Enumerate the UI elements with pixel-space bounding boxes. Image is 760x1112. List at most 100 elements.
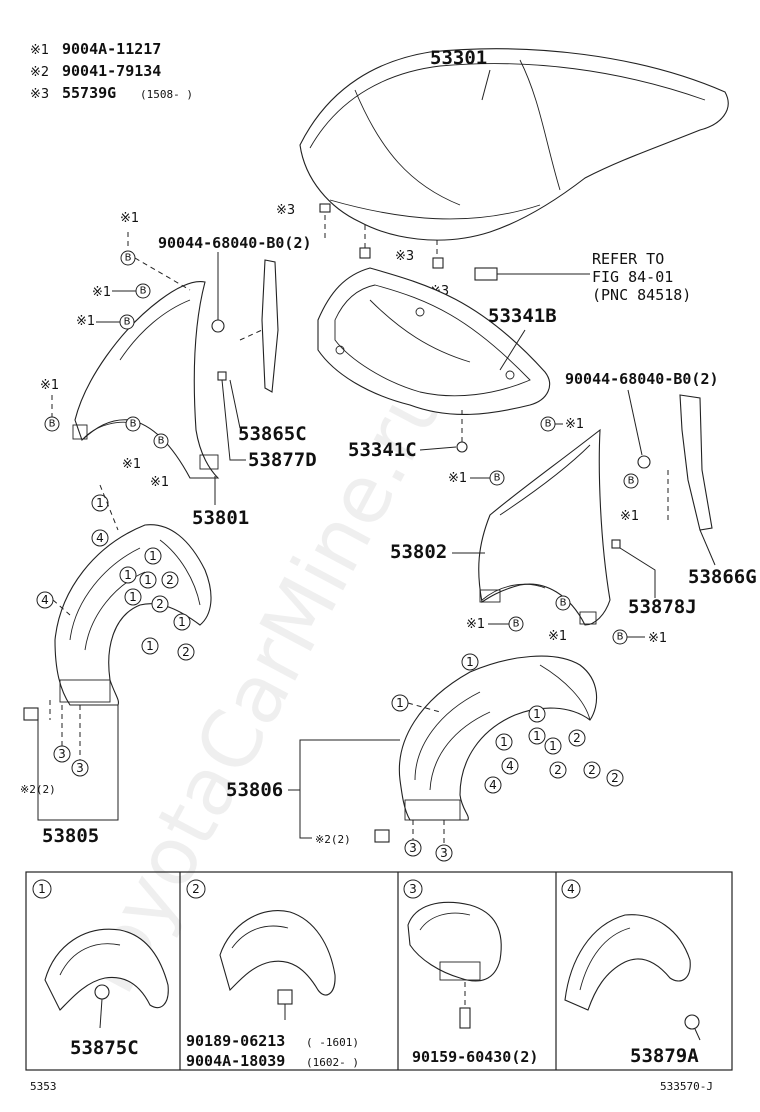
part-liner-left-label: 53805 bbox=[42, 825, 99, 847]
detail-1: 1 53875C bbox=[32, 879, 169, 1059]
svg-text:B: B bbox=[545, 419, 552, 430]
svg-text:1: 1 bbox=[396, 696, 404, 710]
svg-text:※1: ※1 bbox=[150, 475, 169, 490]
svg-text:1: 1 bbox=[533, 729, 541, 743]
note-1-mark: ※1 bbox=[30, 43, 49, 58]
svg-text:1: 1 bbox=[129, 590, 137, 604]
svg-text:B: B bbox=[560, 598, 567, 609]
svg-text:1: 1 bbox=[549, 739, 557, 753]
detail-2-range-b: (1602- ) bbox=[306, 1056, 359, 1069]
svg-text:1: 1 bbox=[96, 496, 104, 510]
svg-text:※1: ※1 bbox=[448, 471, 467, 486]
detail-2-part-b-label: 9004A-18039 bbox=[186, 1052, 285, 1070]
svg-text:※1: ※1 bbox=[565, 417, 584, 432]
part-hood-label: 53301 bbox=[430, 47, 487, 69]
svg-text:3: 3 bbox=[76, 761, 84, 775]
svg-text:4: 4 bbox=[41, 593, 49, 607]
part-seal-left-label: 53865C bbox=[238, 423, 307, 445]
svg-text:1: 1 bbox=[533, 707, 541, 721]
detail-boxes bbox=[25, 871, 733, 1071]
bolt-right-label: 90044-68040-B0(2) bbox=[565, 370, 719, 388]
note-1-value: 9004A-11217 bbox=[62, 40, 161, 58]
svg-text:2: 2 bbox=[573, 731, 581, 745]
part-protector-left-label: 53877D bbox=[248, 449, 317, 471]
note-2-value: 90041-79134 bbox=[62, 62, 161, 80]
svg-text:2: 2 bbox=[182, 645, 190, 659]
fender-right-drawing bbox=[478, 428, 611, 626]
svg-text:2: 2 bbox=[611, 771, 619, 785]
svg-text:※1: ※1 bbox=[648, 631, 667, 646]
clip-qty-right: ※2(2) bbox=[315, 833, 351, 846]
detail-4-part-label: 53879A bbox=[630, 1045, 699, 1067]
svg-text:※1: ※1 bbox=[120, 211, 139, 226]
part-seal-right-label: 53866G bbox=[688, 566, 757, 588]
note-3-value: 55739G bbox=[62, 84, 116, 102]
svg-text:3: 3 bbox=[440, 846, 448, 860]
svg-text:4: 4 bbox=[489, 778, 497, 792]
refer-line-2: FIG 84-01 bbox=[592, 268, 673, 286]
svg-text:4: 4 bbox=[96, 531, 104, 545]
svg-text:B: B bbox=[628, 476, 635, 487]
part-hood-clip-label: 53341C bbox=[348, 439, 417, 461]
footer-right: 533570-J bbox=[660, 1080, 713, 1093]
svg-text:1: 1 bbox=[124, 568, 132, 582]
detail-2-part-a-label: 90189-06213 bbox=[186, 1032, 285, 1050]
svg-text:※1: ※1 bbox=[76, 314, 95, 329]
svg-text:3: 3 bbox=[58, 747, 66, 761]
part-fender-right-label: 53802 bbox=[390, 541, 447, 563]
detail-2-range-a: ( -1601) bbox=[306, 1036, 359, 1049]
note-3-range: (1508- ) bbox=[140, 88, 193, 101]
svg-text:※1: ※1 bbox=[92, 285, 111, 300]
detail-1-part-label: 53875C bbox=[70, 1037, 139, 1059]
svg-text:B: B bbox=[130, 419, 137, 430]
liner-left-callouts: 1 4 1 1 1 2 1 2 4 1 1 2 3 3 bbox=[23, 484, 195, 777]
svg-text:1: 1 bbox=[144, 573, 152, 587]
svg-text:3: 3 bbox=[409, 882, 417, 896]
detail-4: 4 53879A bbox=[561, 879, 701, 1067]
part-liner-right-label: 53806 bbox=[226, 779, 283, 801]
svg-text:※1: ※1 bbox=[548, 629, 567, 644]
part-protector-right-label: 53878J bbox=[628, 596, 697, 618]
refer-line-3: (PNC 84518) bbox=[592, 286, 691, 304]
part-fender-left-label: 53801 bbox=[192, 507, 249, 529]
left-fender-fastener-marks: ※1 B ※1 B ※1 B ※1 B B ※1 B ※1 bbox=[40, 211, 191, 490]
svg-text:2: 2 bbox=[156, 597, 164, 611]
note-2-mark: ※2 bbox=[30, 65, 49, 80]
seal-left-drawing bbox=[261, 259, 279, 393]
liner-right-drawing bbox=[398, 655, 598, 821]
svg-text:2: 2 bbox=[192, 882, 200, 896]
fender-left-drawing bbox=[72, 281, 220, 479]
footer-left: 5353 bbox=[30, 1080, 57, 1093]
liner-left-drawing bbox=[54, 524, 212, 706]
svg-text:1: 1 bbox=[178, 615, 186, 629]
note-legend: ※1 9004A-11217 ※2 90041-79134 ※3 55739G … bbox=[30, 40, 193, 102]
mark-3-b: ※3 bbox=[395, 249, 414, 264]
mark-3-a: ※3 bbox=[276, 203, 295, 218]
svg-text:3: 3 bbox=[409, 841, 417, 855]
svg-text:1: 1 bbox=[466, 655, 474, 669]
refer-line-1: REFER TO bbox=[592, 250, 664, 268]
hood-insulator-drawing bbox=[317, 267, 550, 415]
svg-text:B: B bbox=[124, 317, 131, 328]
svg-text:※1: ※1 bbox=[40, 378, 59, 393]
svg-text:B: B bbox=[617, 632, 624, 643]
svg-text:※1: ※1 bbox=[466, 617, 485, 632]
svg-text:1: 1 bbox=[38, 882, 46, 896]
svg-text:B: B bbox=[125, 253, 132, 264]
svg-text:B: B bbox=[49, 419, 56, 430]
svg-text:B: B bbox=[140, 286, 147, 297]
svg-text:B: B bbox=[158, 436, 165, 447]
part-hood-insulator-label: 53341B bbox=[488, 305, 557, 327]
seal-right-drawing bbox=[679, 394, 713, 531]
svg-text:1: 1 bbox=[500, 735, 508, 749]
svg-text:1: 1 bbox=[146, 639, 154, 653]
note-3-mark: ※3 bbox=[30, 87, 49, 102]
bolt-left-label: 90044-68040-B0(2) bbox=[158, 234, 312, 252]
svg-text:4: 4 bbox=[506, 759, 514, 773]
svg-text:4: 4 bbox=[567, 882, 575, 896]
svg-text:2: 2 bbox=[554, 763, 562, 777]
right-fender-fastener-marks: B ※1 ※1 B B ※1 ※1 B B ※1 B ※1 bbox=[448, 416, 667, 646]
detail-3: 3 90159-60430(2) bbox=[403, 879, 538, 1066]
svg-text:B: B bbox=[513, 619, 520, 630]
